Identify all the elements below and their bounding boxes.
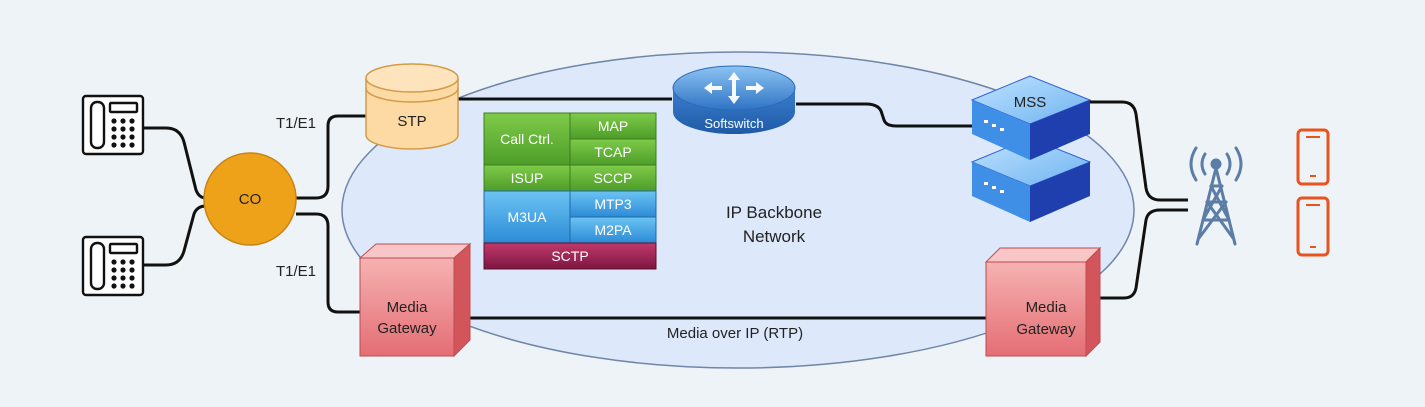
line-phone-top-co <box>143 126 207 200</box>
mgw-right-label-line2: Gateway <box>1016 321 1076 338</box>
softswitch-label: Softswitch <box>704 116 763 131</box>
media-gateway-left: Media Gateway <box>358 242 472 358</box>
stack-sccp <box>569 164 657 192</box>
stack-sctp-label: SCTP <box>551 248 588 264</box>
mobile-phone-icon <box>1296 196 1330 257</box>
mgw-left-label-line2: Gateway <box>377 320 437 337</box>
desk-phone-icon <box>81 235 145 297</box>
stack-m2pa <box>569 216 657 244</box>
stack-sctp <box>483 242 657 270</box>
protocol-stack: Call Ctrl. MAP TCAP ISUP SCCP M3UA MTP3 … <box>483 112 657 270</box>
stack-isup-label: ISUP <box>511 170 544 186</box>
media-over-ip-label: Media over IP (RTP) <box>667 325 803 342</box>
stack-tcap <box>569 138 657 166</box>
stp-database: STP <box>365 63 459 150</box>
line-mss-tower <box>1089 100 1188 202</box>
connection-lines <box>143 97 1188 320</box>
stack-isup <box>483 164 571 192</box>
line-co-stp <box>296 114 372 200</box>
stack-map-label: MAP <box>598 118 628 134</box>
stp-label: STP <box>397 113 426 130</box>
stack-m3ua-label: M3UA <box>508 209 548 225</box>
stack-call-ctrl-label: Call Ctrl. <box>500 131 554 147</box>
mobile-phone-icon <box>1296 128 1330 186</box>
stack-tcap-label: TCAP <box>594 144 631 160</box>
mss-label: MSS <box>1014 94 1047 111</box>
stack-map <box>569 112 657 140</box>
t1e1-label-bottom: T1/E1 <box>276 263 316 280</box>
stack-mtp3 <box>569 190 657 218</box>
network-label-line1: IP Backbone <box>726 203 822 222</box>
cell-tower-icon <box>1189 146 1243 246</box>
mgw-left-label-line1: Media <box>387 299 429 316</box>
desk-phone-icon <box>81 94 145 156</box>
stack-m2pa-label: M2PA <box>594 222 632 238</box>
co-label: CO <box>239 191 262 208</box>
stack-mtp3-label: MTP3 <box>594 196 632 212</box>
line-mgw-tower <box>1100 208 1188 300</box>
line-co-mgw <box>296 212 360 314</box>
t1e1-label-top: T1/E1 <box>276 115 316 132</box>
network-label-line2: Network <box>743 227 806 246</box>
line-softswitch-mss <box>796 102 972 128</box>
mgw-right-label-line1: Media <box>1026 299 1068 316</box>
server-stack-icon: MSS <box>970 75 1092 222</box>
co-node: CO <box>203 152 297 246</box>
line-phone-bottom-co <box>143 204 207 267</box>
router-icon: Softswitch <box>672 65 796 134</box>
media-gateway-right: Media Gateway <box>984 246 1102 358</box>
stack-sccp-label: SCCP <box>594 170 633 186</box>
